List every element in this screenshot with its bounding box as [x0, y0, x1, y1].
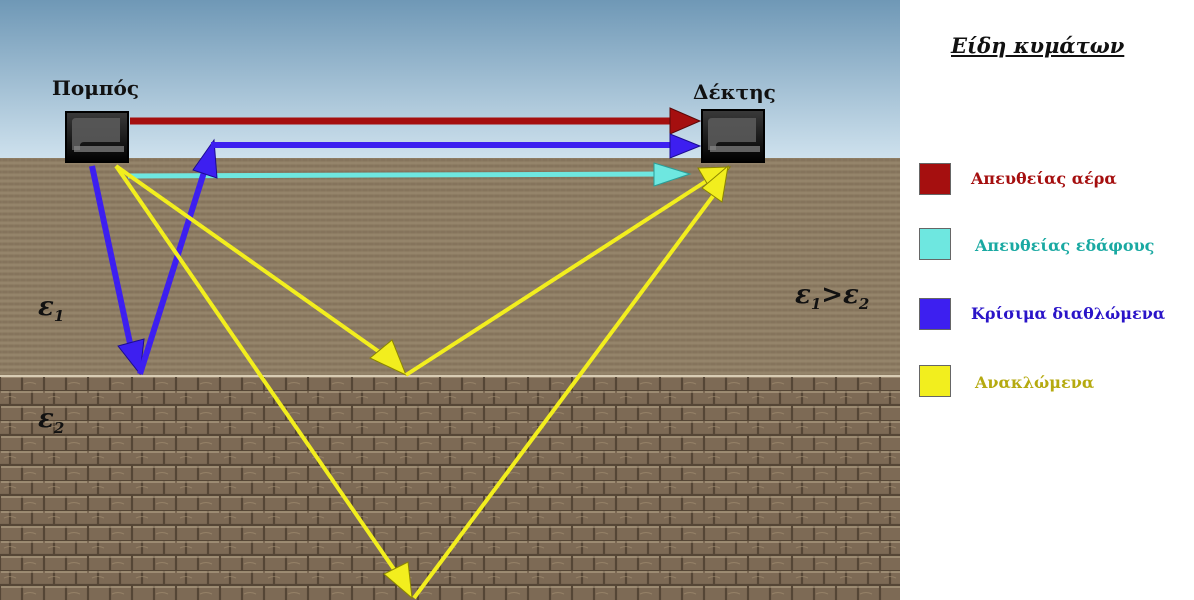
transmitter-label: Πομπός — [52, 76, 140, 100]
legend-label: Απευθείας εδάφους — [975, 236, 1155, 255]
epsilon-2-label: ε2 — [38, 404, 65, 437]
legend-label: Ανακλώμενα — [975, 373, 1095, 392]
direct-ground-wave — [127, 162, 692, 187]
epsilon-1-label: ε1 — [38, 292, 65, 325]
receiver-device — [701, 109, 765, 163]
direct-air-wave — [130, 107, 702, 135]
legend-item-critically-refracted: Κρίσιμα διαθλώμενα — [919, 298, 1184, 332]
reflected-wave-deep — [114, 164, 729, 600]
reflected-wave-shallow — [114, 164, 731, 377]
legend-swatch — [919, 163, 951, 195]
receiver-label: Δέκτης — [693, 80, 776, 104]
legend-swatch — [919, 228, 951, 260]
legend-item-direct-ground: Απευθείας εδάφους — [919, 228, 1184, 262]
legend-title: Είδη κυμάτων — [951, 33, 1125, 58]
permittivity-relation: ε1>ε2 — [795, 280, 870, 313]
legend-label: Απευθείας αέρα — [971, 169, 1117, 188]
layer-2-texture — [0, 376, 900, 600]
legend-swatch — [919, 298, 951, 330]
critically-refracted-wave — [89, 133, 702, 376]
legend-item-reflected: Ανακλώμενα — [919, 365, 1184, 399]
legend-label: Κρίσιμα διαθλώμενα — [971, 304, 1166, 323]
legend-swatch — [919, 365, 951, 397]
transmitter-device — [65, 111, 129, 163]
wave-diagram — [0, 0, 900, 600]
legend-item-direct-air: Απευθείας αέρα — [919, 163, 1184, 197]
